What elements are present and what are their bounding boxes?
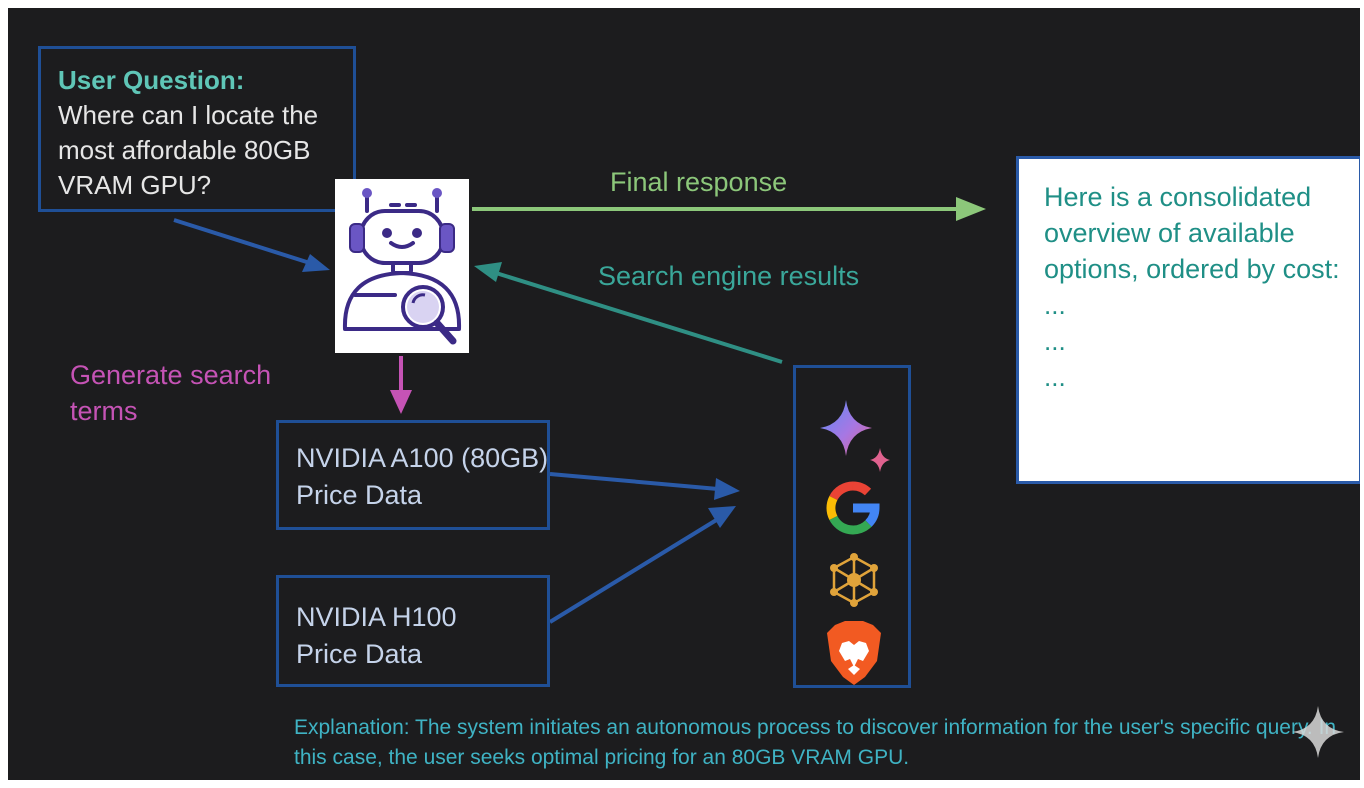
arrow-a100-to-engines: [549, 472, 740, 500]
final-answer-box: Here is a consolidated overview of avail…: [1016, 156, 1360, 484]
generate-search-terms-text: Generate search terms: [70, 360, 272, 426]
arrow-final-response: [472, 197, 986, 221]
final-answer-text: Here is a consolidated overview of avail…: [1044, 182, 1340, 284]
arrow-search-results: [474, 262, 783, 364]
brave-lion-icon: [827, 621, 881, 685]
search-engines-panel: [793, 365, 911, 688]
sparkle-watermark-icon: [1292, 706, 1344, 758]
diagram-canvas: User Question: Where can I locate the mo…: [8, 8, 1360, 780]
search-term-box-h100: NVIDIA H100 Price Data: [276, 575, 550, 687]
arrow-h100-to-engines: [548, 506, 736, 624]
final-answer-line: ...: [1044, 326, 1066, 356]
arrow-generate-terms: [390, 356, 412, 414]
arrow-question-to-agent: [173, 218, 330, 272]
search-term-box-a100: NVIDIA A100 (80GB) Price Data: [276, 420, 550, 530]
user-question-text: Where can I locate the most affordable 8…: [58, 100, 319, 200]
user-question-title: User Question:: [58, 65, 245, 95]
gemini-sparkle-icon: [820, 400, 890, 472]
generate-search-terms-label: Generate search terms: [70, 357, 330, 429]
search-engine-results-label: Search engine results: [598, 261, 860, 291]
user-question-box: User Question: Where can I locate the mo…: [38, 46, 356, 212]
explanation-text: Explanation: The system initiates an aut…: [294, 716, 1337, 769]
google-g-icon: [826, 481, 880, 535]
final-response-label: Final response: [610, 167, 788, 197]
final-answer-line: ...: [1044, 290, 1066, 320]
flow-arrows: [173, 197, 986, 624]
robot-agent-icon: [335, 179, 469, 353]
search-term-text: NVIDIA A100 (80GB) Price Data: [296, 443, 549, 510]
final-answer-line: ...: [1044, 362, 1066, 392]
network-hub-icon: [830, 553, 878, 607]
search-term-text: NVIDIA H100 Price Data: [296, 602, 457, 669]
